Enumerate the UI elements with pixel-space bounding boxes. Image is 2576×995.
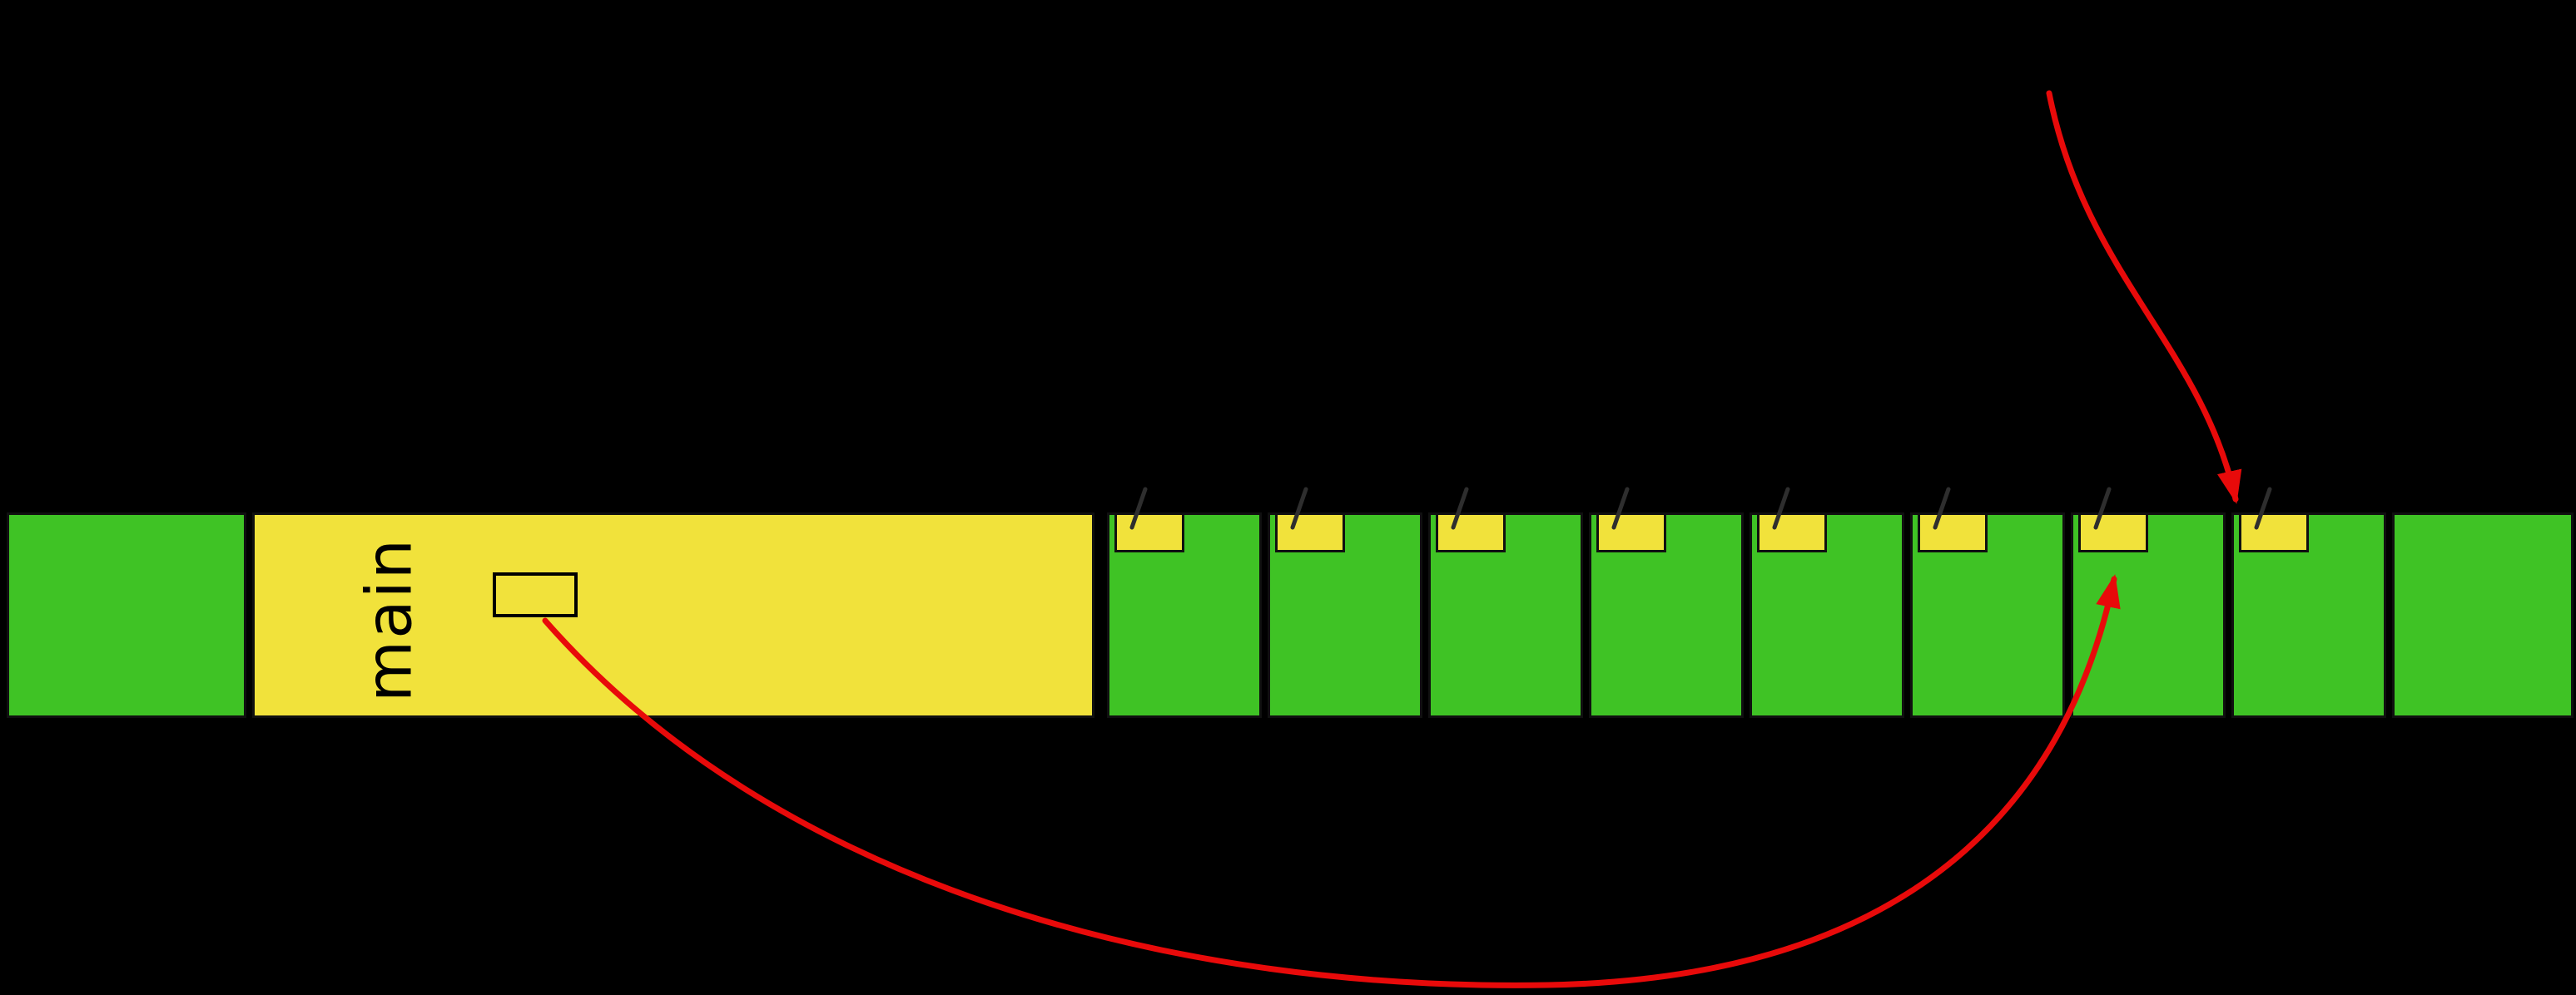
block-header-tab	[2239, 512, 2309, 552]
allocated-block-5	[1750, 512, 1904, 718]
block-header-tab	[1757, 512, 1827, 552]
pointer-cell	[493, 572, 578, 617]
allocated-block-2	[1268, 512, 1422, 718]
main-block-label: main	[351, 537, 426, 702]
block-header-tab	[1918, 512, 1988, 552]
block-header-tab	[1436, 512, 1506, 552]
block-header-tab	[1275, 512, 1345, 552]
block-header-tab	[2078, 512, 2148, 552]
allocated-block-8	[2231, 512, 2386, 718]
block-header-tab	[1114, 512, 1184, 552]
free-block-left	[7, 512, 246, 718]
allocated-block-1	[1107, 512, 1262, 718]
main-block: main	[252, 512, 1094, 718]
allocated-block-6	[1910, 512, 2065, 718]
free-block-right	[2392, 512, 2574, 718]
block-header-tab	[1596, 512, 1666, 552]
pointer-arrow-down-icon	[2046, 90, 2242, 504]
allocated-block-3	[1428, 512, 1583, 718]
allocated-block-4	[1589, 512, 1744, 718]
allocated-block-7	[2071, 512, 2226, 718]
